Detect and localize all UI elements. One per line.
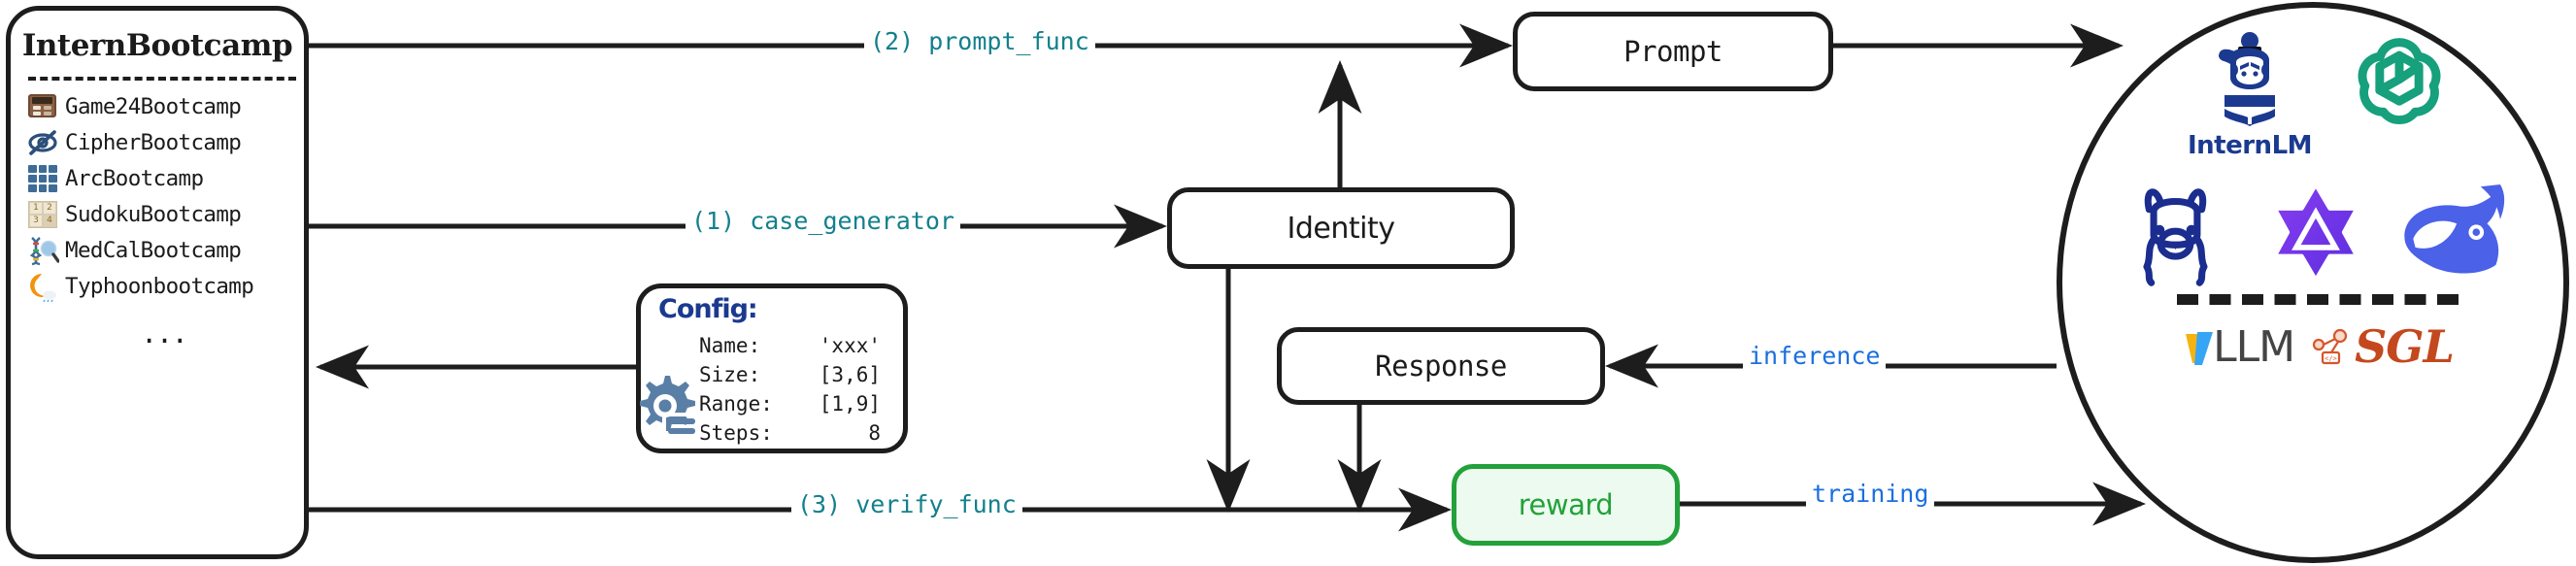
llm-row-2	[2086, 173, 2552, 291]
edge-label-verify-func: (3) verify_func	[791, 490, 1022, 518]
llm-row-1: InternLM	[2117, 27, 2525, 160]
gear-icon	[629, 370, 701, 442]
svg-text:</>: </>	[2325, 355, 2337, 363]
openai-logo	[2345, 27, 2454, 140]
list-item-label: MedCalBootcamp	[65, 237, 242, 263]
config-key: Name:	[699, 334, 761, 357]
list-item[interactable]: ArcBootcamp	[26, 160, 308, 196]
internbootcamp-panel: InternBootcamp Game24Bootcamp	[6, 6, 309, 559]
dna-magnifier-icon	[26, 235, 60, 266]
edge-label-training: training	[1806, 480, 1935, 508]
sglang-logo: </> SGL	[2310, 320, 2455, 373]
list-item-label: CipherBootcamp	[65, 129, 242, 155]
llama-logo	[2122, 173, 2236, 291]
edge-label-prompt-func: (2) prompt_func	[864, 27, 1095, 55]
prompt-box[interactable]: Prompt	[1513, 12, 1833, 91]
identity-box[interactable]: Identity	[1167, 187, 1515, 269]
config-value: 'xxx'	[819, 334, 881, 357]
config-key: Size:	[699, 363, 761, 386]
config-row: Name: 'xxx'	[699, 331, 881, 360]
config-key: Range:	[699, 392, 773, 416]
bootcamp-list: Game24Bootcamp CipherBootcamp ArcBootcam…	[26, 88, 308, 351]
list-item-label: Game24Bootcamp	[65, 93, 242, 119]
internlm-logo: InternLM	[2187, 27, 2313, 160]
vllm-label: LLM	[2213, 321, 2295, 372]
config-value: 8	[868, 421, 881, 445]
page-title: InternBootcamp	[21, 28, 293, 63]
list-item-label: Typhoonbootcamp	[65, 273, 254, 299]
vllm-logo: LLM	[2184, 321, 2295, 372]
typhoon-icon	[26, 271, 59, 302]
list-item[interactable]: CipherBootcamp	[26, 124, 308, 160]
list-item-label: ArcBootcamp	[65, 165, 204, 191]
sgl-label: SGL	[2355, 320, 2455, 373]
llm-divider	[2177, 294, 2459, 305]
config-row: Range: [1,9]	[699, 389, 881, 418]
grid-icon	[26, 163, 59, 194]
llm-circle: InternLM	[2057, 2, 2569, 563]
config-rows: Name: 'xxx' Size: [3,6] Range: [1,9] Ste…	[699, 331, 881, 448]
reward-box[interactable]: reward	[1452, 464, 1680, 546]
list-ellipsis: ...	[144, 313, 190, 351]
config-row: Size: [3,6]	[699, 360, 881, 389]
list-item[interactable]: Typhoonbootcamp	[26, 268, 308, 304]
qwen-logo	[2261, 176, 2370, 288]
response-box[interactable]: Response	[1277, 327, 1605, 405]
list-item[interactable]: Game24Bootcamp	[26, 88, 308, 124]
config-value: [1,9]	[819, 392, 881, 416]
edge-label-case-generator: (1) case_generator	[686, 207, 960, 235]
divider	[28, 77, 296, 81]
config-value: [3,6]	[819, 363, 881, 386]
deepseek-whale-logo	[2395, 176, 2516, 288]
list-item-label: SudokuBootcamp	[65, 201, 242, 227]
eye-slash-icon	[26, 127, 59, 158]
config-box: Config: Name: 'xxx' Size: [3,6] Range: […	[636, 283, 908, 453]
internlm-label: InternLM	[2187, 131, 2313, 160]
edge-label-inference: inference	[1743, 342, 1887, 370]
config-key: Steps:	[699, 421, 773, 445]
calculator-icon	[26, 91, 59, 122]
config-row: Steps: 8	[699, 418, 881, 448]
llm-row-3: LLM </> SGL	[2086, 320, 2552, 373]
list-item[interactable]: MedCalBootcamp	[26, 232, 308, 268]
config-title: Config:	[658, 294, 758, 324]
